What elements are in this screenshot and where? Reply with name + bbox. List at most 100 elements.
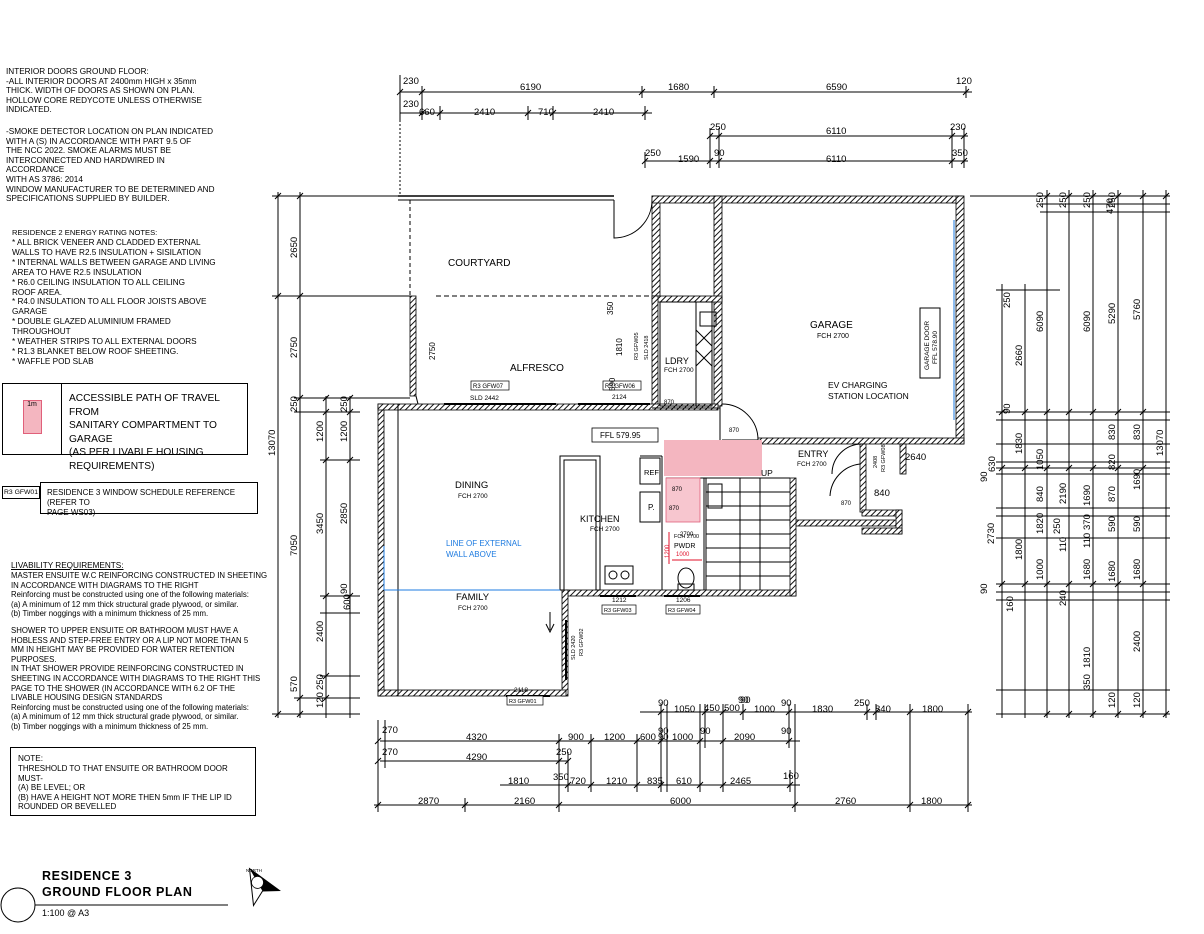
right-dim: 250 bbox=[1058, 192, 1069, 208]
interior-doors-note: INTERIOR DOORS GROUND FLOOR: -ALL INTERI… bbox=[6, 67, 202, 115]
window-tag-frame-w03 bbox=[601, 604, 637, 615]
room-entry: ENTRY bbox=[798, 449, 828, 459]
top-dim: 120 bbox=[956, 76, 972, 87]
left-dim: 1200 bbox=[315, 421, 326, 442]
top-dim: 250 bbox=[710, 122, 726, 133]
bottom-dim: 90 bbox=[658, 726, 669, 737]
door-870-pwdr: 870 bbox=[672, 487, 683, 493]
bottom-dim: 2160 bbox=[514, 796, 535, 807]
top-dim: 1680 bbox=[668, 82, 689, 93]
shower-text: SHOWER TO UPPER ENSUITE OR BATHROOM MUST… bbox=[11, 626, 261, 731]
right-dim: 2730 bbox=[986, 523, 997, 544]
bottom-dim: 610 bbox=[676, 776, 692, 787]
pwdr-dim: 2700 bbox=[680, 532, 694, 538]
right-dim: 630 bbox=[987, 456, 998, 472]
room-dining: DINING bbox=[455, 480, 488, 491]
interior-lines bbox=[397, 301, 941, 696]
bottom-dim: 90 bbox=[738, 695, 749, 706]
pwdr-dim: 1000 bbox=[676, 552, 690, 558]
dim-2124: 2124 bbox=[612, 394, 627, 401]
window-tag-w08: R3 GFW08 bbox=[881, 444, 887, 472]
bottom-dim: 840 bbox=[875, 704, 891, 715]
entry-fch: FCH 2700 bbox=[797, 461, 827, 468]
dims-left bbox=[272, 192, 410, 718]
bottom-dim: 90 bbox=[781, 698, 792, 709]
bottom-dim: 1050 bbox=[674, 704, 695, 715]
window-tag-w02: R3 GFW02 bbox=[579, 628, 585, 656]
left-dim: 1200 bbox=[339, 421, 350, 442]
smoke-detector-note: -SMOKE DETECTOR LOCATION ON PLAN INDICAT… bbox=[6, 127, 215, 204]
top-dim: 2410 bbox=[474, 107, 495, 118]
left-dim: 250 bbox=[289, 396, 300, 412]
plan-labels: COURTYARD ALFRESCO GARAGE FCH 2700 LDRY … bbox=[267, 76, 1166, 807]
kitchen-fch: FCH 2700 bbox=[590, 526, 620, 533]
right-dim: 2400 bbox=[1132, 631, 1143, 652]
right-dim: 2190 bbox=[1058, 483, 1069, 504]
bottom-dim: 4290 bbox=[466, 752, 487, 763]
bottom-dim: 1830 bbox=[812, 704, 833, 715]
right-dim: 370 bbox=[1082, 514, 1093, 530]
right-dim: 90 bbox=[1002, 403, 1013, 414]
bottom-dim: 1000 bbox=[672, 732, 693, 743]
right-dim: 1680 bbox=[1107, 561, 1118, 582]
dim-2408: 2408 bbox=[873, 456, 879, 468]
garage-door-label: GARAGE DOOR bbox=[924, 321, 931, 370]
door-870-entry: 870 bbox=[841, 501, 852, 507]
right-dim: 1820 bbox=[1035, 513, 1046, 534]
dim-2118: 2118 bbox=[514, 687, 528, 694]
right-dim: 840 bbox=[1035, 486, 1046, 502]
threshold-note-box: NOTE: THRESHOLD TO THAT ENSUITE OR BATHR… bbox=[10, 747, 256, 816]
right-dim: 1680 bbox=[1132, 559, 1143, 580]
top-dim: 90 bbox=[714, 148, 725, 159]
title-scale: 1:100 @ A3 bbox=[42, 908, 90, 918]
ev-charging-line-2: STATION LOCATION bbox=[828, 391, 909, 401]
door-870-garage: 870 bbox=[729, 428, 740, 434]
dims-right bbox=[970, 190, 1170, 718]
right-dim: 250 bbox=[1002, 292, 1013, 308]
left-dim: 2400 bbox=[315, 621, 326, 642]
right-dim: 820 bbox=[1107, 454, 1118, 470]
left-dim: 3450 bbox=[315, 513, 326, 534]
left-dim: 2750 bbox=[289, 337, 300, 358]
bottom-dim: 90 bbox=[658, 698, 669, 709]
top-dim: 6110 bbox=[826, 154, 846, 165]
bottom-dim: 90 bbox=[658, 732, 669, 743]
right-dim: 1000 bbox=[1035, 559, 1046, 580]
stair-up-label: UP bbox=[761, 468, 773, 478]
room-courtyard: COURTYARD bbox=[448, 258, 510, 269]
right-dim: 13070 bbox=[1155, 430, 1166, 456]
room-pwdr: PWDR bbox=[674, 543, 695, 550]
accessible-path-zone bbox=[664, 440, 762, 476]
left-dim: 90 bbox=[339, 583, 350, 594]
bottom-dim: 2090 bbox=[734, 732, 755, 743]
bottom-dim: 250 bbox=[854, 698, 870, 709]
top-dim: 230 bbox=[403, 76, 419, 87]
window-tag-w04: R3 GFW04 bbox=[668, 608, 696, 614]
sld-2418: SLD 2418 bbox=[644, 336, 650, 360]
right-dim: 830 bbox=[1107, 424, 1118, 440]
bottom-dim: 160 bbox=[783, 771, 799, 782]
bottom-dim: 350 bbox=[553, 772, 569, 783]
sld-2420: SLD 2420 bbox=[571, 636, 577, 660]
bottom-dim: 90 bbox=[700, 726, 711, 737]
right-dim: 120 bbox=[1132, 692, 1143, 708]
top-dim: 710 bbox=[538, 107, 554, 118]
right-dim: 1830 bbox=[1014, 433, 1025, 454]
north-arrow-icon: NORTH bbox=[246, 867, 281, 907]
bottom-dim: 2465 bbox=[730, 776, 751, 787]
external-wall-note-1: LINE OF EXTERNAL bbox=[446, 539, 522, 548]
north-label: NORTH bbox=[246, 868, 262, 873]
bottom-dim: 270 bbox=[382, 747, 398, 758]
ldry-fch: FCH 2700 bbox=[664, 367, 694, 374]
bottom-dim: 2870 bbox=[418, 796, 439, 807]
window-tag-frame-w01 bbox=[506, 695, 544, 706]
dims-top bbox=[396, 75, 972, 196]
room-family: FAMILY bbox=[456, 592, 490, 603]
stairs bbox=[705, 478, 790, 590]
dims-bottom bbox=[374, 704, 972, 812]
entry-dim: 2640 bbox=[905, 452, 926, 463]
bottom-dim: 1210 bbox=[606, 776, 627, 787]
ffl-tag bbox=[591, 427, 659, 443]
accessible-path-legend: 1m ACCESSIBLE PATH OF TRAVEL FROM SANITA… bbox=[2, 383, 248, 472]
left-dim: 120 bbox=[315, 692, 326, 708]
